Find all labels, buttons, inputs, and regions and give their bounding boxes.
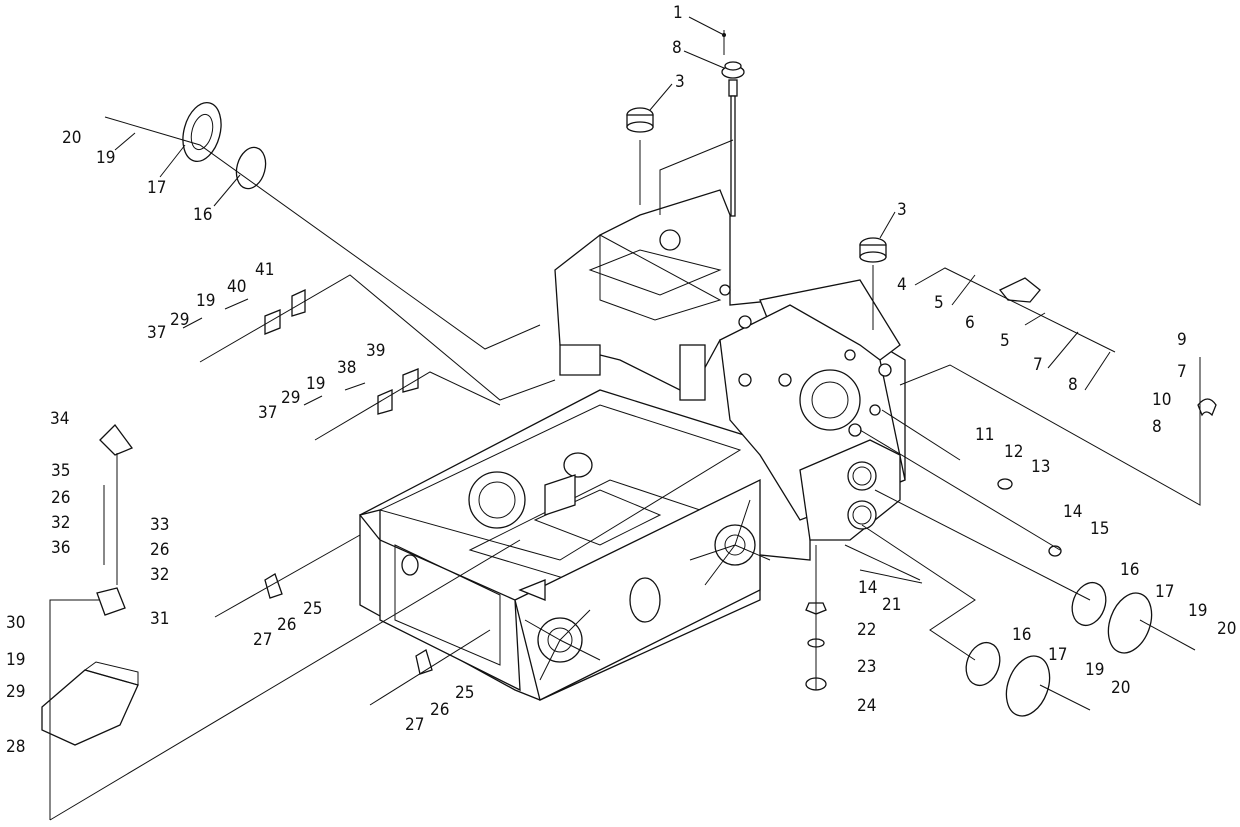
callout-20-c: 20 <box>1111 678 1130 698</box>
callout-26-d: 26 <box>430 700 449 720</box>
callout-40: 40 <box>227 277 246 297</box>
callout-21: 21 <box>882 595 901 615</box>
callout-30: 30 <box>6 613 25 633</box>
callout-26-c: 26 <box>277 615 296 635</box>
callout-14-b: 14 <box>858 578 877 598</box>
leader-lines <box>49 16 1201 821</box>
callout-19-e: 19 <box>1188 601 1207 621</box>
callout-17-c: 17 <box>1048 645 1067 665</box>
callout-17-b: 17 <box>1155 582 1174 602</box>
callout-3-right: 3 <box>897 200 907 220</box>
callout-29-a: 29 <box>170 310 189 330</box>
callout-13: 13 <box>1031 457 1050 477</box>
callout-12: 12 <box>1004 442 1023 462</box>
callout-7-a: 7 <box>1033 355 1043 375</box>
callout-11: 11 <box>975 425 994 445</box>
callout-31: 31 <box>150 609 169 629</box>
callout-41: 41 <box>255 260 274 280</box>
callout-22: 22 <box>857 620 876 640</box>
callout-4: 4 <box>897 275 907 295</box>
callout-29-b: 29 <box>281 388 300 408</box>
callout-8-mid: 8 <box>1068 375 1078 395</box>
callout-37-b: 37 <box>258 403 277 423</box>
callout-16-b: 16 <box>1120 560 1139 580</box>
callout-17-top: 17 <box>147 178 166 198</box>
callout-29-c: 29 <box>6 682 25 702</box>
loose-parts <box>41 30 1217 746</box>
callout-38: 38 <box>337 358 356 378</box>
callout-39: 39 <box>366 341 385 361</box>
callout-5-a: 5 <box>934 293 944 313</box>
callout-9: 9 <box>1177 330 1187 350</box>
callout-6: 6 <box>965 313 975 333</box>
callout-27-a: 27 <box>253 630 272 650</box>
callout-20-b: 20 <box>1217 619 1236 639</box>
callout-19-b: 19 <box>196 291 215 311</box>
callout-5-b: 5 <box>1000 331 1010 351</box>
callout-26-b: 26 <box>150 540 169 560</box>
callout-15: 15 <box>1090 519 1109 539</box>
callout-19-top: 19 <box>96 148 115 168</box>
callout-32-b: 32 <box>150 565 169 585</box>
callout-25-b: 25 <box>455 683 474 703</box>
callout-16-top: 16 <box>193 205 212 225</box>
callout-19-c: 19 <box>306 374 325 394</box>
callout-10: 10 <box>1152 390 1171 410</box>
callout-19-f: 19 <box>1085 660 1104 680</box>
callout-28: 28 <box>6 737 25 757</box>
callout-35: 35 <box>51 461 70 481</box>
callout-19-d: 19 <box>6 650 25 670</box>
callout-32-a: 32 <box>51 513 70 533</box>
callout-14-a: 14 <box>1063 502 1082 522</box>
callout-20-top: 20 <box>62 128 81 148</box>
callout-16-c: 16 <box>1012 625 1031 645</box>
callout-34: 34 <box>50 409 69 429</box>
callout-37-a: 37 <box>147 323 166 343</box>
main-frame <box>358 189 906 701</box>
callout-8-top: 8 <box>672 38 682 58</box>
callout-3-left: 3 <box>675 72 685 92</box>
callout-23: 23 <box>857 657 876 677</box>
callout-33: 33 <box>150 515 169 535</box>
callout-1: 1 <box>673 3 683 23</box>
callout-36: 36 <box>51 538 70 558</box>
callout-27-b: 27 <box>405 715 424 735</box>
callout-24: 24 <box>857 696 876 716</box>
callout-26-a: 26 <box>51 488 70 508</box>
callout-labels: 1 8 3 3 20 19 17 16 41 40 19 29 37 39 38… <box>6 3 1236 757</box>
callout-7-b: 7 <box>1177 362 1187 382</box>
callout-25-a: 25 <box>303 599 322 619</box>
callout-8-right: 8 <box>1152 417 1162 437</box>
